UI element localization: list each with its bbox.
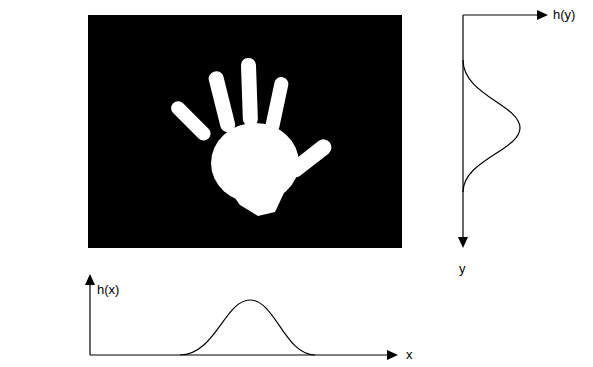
axis-label: x <box>406 348 413 362</box>
finger <box>264 76 290 135</box>
axis-line <box>462 15 463 240</box>
arrowhead <box>387 350 398 360</box>
finger <box>241 58 258 126</box>
histogram-curve <box>463 60 520 192</box>
axes <box>90 15 540 355</box>
axis-line <box>463 14 540 15</box>
arrowhead <box>458 237 468 248</box>
axis-label: h(y) <box>553 8 575 22</box>
arrowhead <box>537 10 548 20</box>
thumb <box>284 136 335 181</box>
axis-label: y <box>459 262 466 276</box>
arrowheads <box>85 10 548 360</box>
axis-label: h(x) <box>97 283 119 297</box>
finger <box>207 70 237 134</box>
arrowhead <box>85 274 95 285</box>
binary-image <box>88 15 402 248</box>
finger <box>168 98 213 143</box>
hand-silhouette <box>168 58 335 216</box>
wrist <box>222 180 290 216</box>
axis-line <box>90 354 390 355</box>
axis-line <box>89 282 90 355</box>
histogram-curve <box>180 300 315 355</box>
